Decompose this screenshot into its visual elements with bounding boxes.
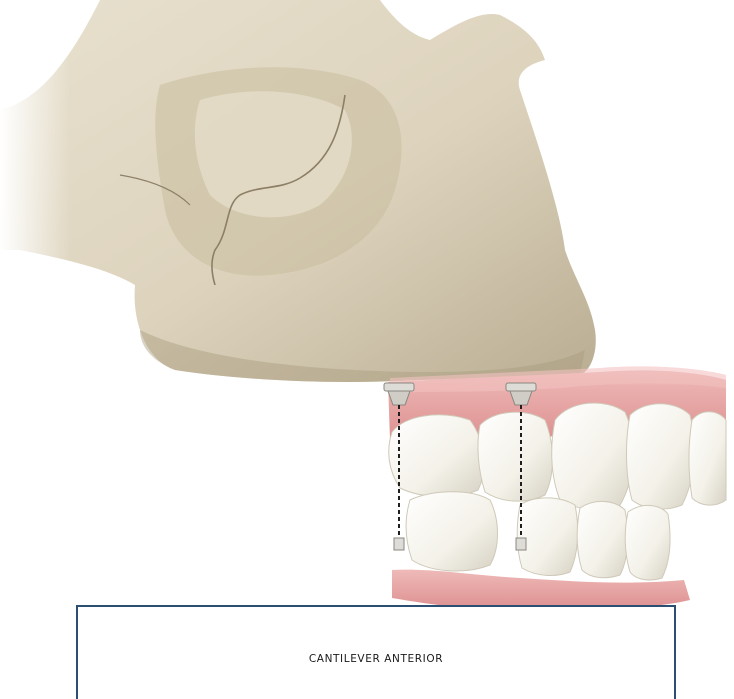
caption-box: CANTILEVER ANTERIOR (76, 605, 676, 699)
caption-label: CANTILEVER ANTERIOR (78, 653, 674, 665)
lower-teeth (406, 492, 670, 580)
skull-bone (0, 0, 596, 382)
